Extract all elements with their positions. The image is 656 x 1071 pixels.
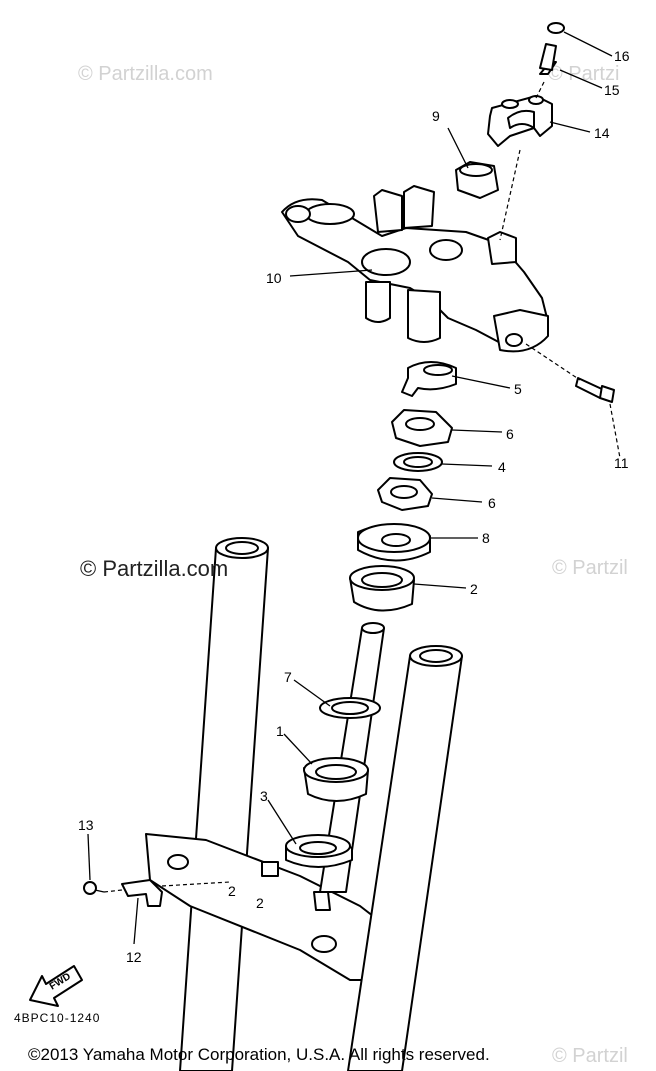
callout-14: 14 bbox=[594, 125, 610, 141]
callout-8: 8 bbox=[482, 530, 490, 546]
callout-6a: 6 bbox=[506, 426, 514, 442]
lock-washer bbox=[401, 361, 457, 397]
callout-5: 5 bbox=[514, 381, 522, 397]
callout-11: 11 bbox=[614, 455, 629, 471]
ring-nut-upper bbox=[391, 409, 453, 447]
callout-2c: 2 bbox=[256, 895, 264, 911]
bearing-upper bbox=[349, 565, 415, 612]
callout-15: 15 bbox=[604, 82, 620, 98]
crown-nut bbox=[455, 161, 499, 199]
lower-bracket bbox=[145, 833, 405, 981]
callout-12: 12 bbox=[126, 949, 142, 965]
dust-seal bbox=[319, 697, 381, 719]
callout-6b: 6 bbox=[488, 495, 496, 511]
diagram-code: 4BPC10-1240 bbox=[14, 1011, 100, 1025]
copyright-notice: ©2013 Yamaha Motor Corporation, U.S.A. A… bbox=[28, 1045, 490, 1064]
holder-bolt bbox=[539, 43, 557, 75]
leader-lines bbox=[87, 31, 613, 945]
cap bbox=[547, 22, 565, 34]
bearing-lower bbox=[303, 757, 369, 802]
fork-tube-left bbox=[179, 537, 269, 1071]
watermark-bottom-right: © Partzil bbox=[552, 1045, 628, 1067]
fwd-arrow-icon: FWD bbox=[29, 965, 83, 1007]
callout-1: 1 bbox=[276, 723, 284, 739]
bearing-race bbox=[285, 834, 353, 868]
callout-4: 4 bbox=[498, 459, 506, 475]
callout-2a: 2 bbox=[470, 581, 478, 597]
callout-16: 16 bbox=[614, 48, 630, 64]
handlebar-holder bbox=[487, 95, 553, 147]
ring-nut-lower bbox=[377, 477, 433, 511]
callout-numbers: 16 15 14 9 10 5 6 11 4 6 8 2 7 1 3 13 2 … bbox=[78, 48, 630, 965]
watermark-main: © Partzilla.com bbox=[80, 556, 228, 581]
upper-bracket bbox=[281, 185, 549, 353]
callout-10: 10 bbox=[266, 270, 282, 286]
watermark-mid-right: © Partzil bbox=[552, 557, 628, 579]
cover-seal bbox=[357, 523, 431, 562]
callout-2b: 2 bbox=[228, 883, 236, 899]
leader-9 bbox=[447, 127, 469, 169]
callout-13: 13 bbox=[78, 817, 94, 833]
pinch-bolt bbox=[575, 377, 615, 403]
rubber-washer bbox=[393, 452, 443, 472]
cable-guide bbox=[121, 879, 163, 907]
watermark-top-left: © Partzilla.com bbox=[78, 63, 213, 85]
guide-screw bbox=[83, 881, 105, 895]
callout-9: 9 bbox=[432, 108, 440, 124]
callout-7: 7 bbox=[284, 669, 292, 685]
watermark-top-right: © Partzi bbox=[548, 63, 619, 85]
fork-tube-right bbox=[347, 645, 463, 1071]
callout-3: 3 bbox=[260, 788, 268, 804]
